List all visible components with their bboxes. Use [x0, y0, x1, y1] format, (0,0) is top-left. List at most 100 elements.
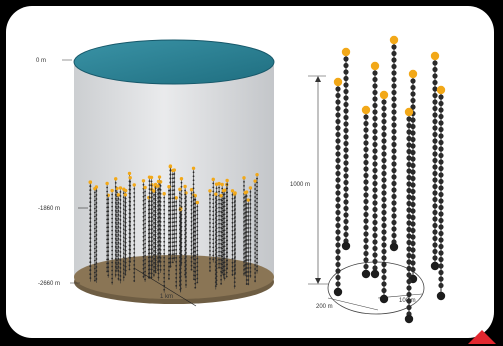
optical-module — [249, 230, 252, 233]
cylinder-string — [248, 186, 253, 278]
optical-module — [129, 204, 132, 207]
optical-module — [148, 184, 151, 187]
optical-module — [214, 269, 217, 272]
optical-module — [410, 214, 416, 221]
optical-module — [168, 261, 170, 264]
optical-module — [226, 207, 229, 210]
optical-module — [93, 263, 96, 266]
optical-module — [209, 213, 211, 216]
optical-module — [244, 259, 247, 262]
optical-module — [372, 76, 378, 83]
optical-module — [168, 189, 170, 192]
optical-module — [163, 204, 166, 207]
cylinder-string — [172, 168, 177, 262]
optical-module — [185, 236, 187, 238]
optical-module — [163, 280, 166, 283]
optical-module — [150, 200, 153, 203]
optical-module — [106, 250, 109, 253]
optical-module — [247, 255, 250, 257]
optical-module — [142, 199, 145, 202]
optical-module — [254, 208, 256, 210]
optical-module — [233, 277, 236, 280]
optical-module — [209, 249, 211, 252]
detail-string — [361, 105, 371, 279]
optical-module — [157, 253, 159, 255]
optical-module — [249, 246, 252, 249]
cylinder-string — [174, 196, 178, 289]
optical-module — [196, 225, 199, 228]
optical-module — [247, 227, 250, 229]
optical-module — [148, 204, 151, 207]
optical-module — [243, 244, 245, 247]
optical-module — [223, 221, 226, 224]
optical-module — [154, 187, 157, 190]
optical-module — [406, 142, 412, 148]
optical-module — [179, 272, 181, 275]
optical-module — [209, 217, 211, 220]
optical-module — [363, 218, 369, 224]
cylinder-string — [114, 177, 118, 278]
optical-module — [249, 206, 252, 209]
optical-module — [169, 169, 172, 171]
optical-module — [335, 281, 341, 287]
optical-module — [432, 235, 438, 242]
optical-module — [150, 244, 153, 247]
optical-module — [169, 213, 172, 215]
optical-module — [231, 249, 234, 252]
optical-module — [129, 232, 132, 235]
optical-module — [93, 199, 96, 202]
optical-module — [116, 239, 118, 242]
optical-module — [223, 205, 226, 208]
optical-module — [196, 241, 199, 244]
optical-module — [247, 235, 250, 237]
optical-module — [124, 209, 127, 212]
optical-module — [245, 251, 248, 253]
optical-module — [196, 213, 199, 216]
optical-module — [438, 159, 444, 165]
optical-module — [372, 213, 378, 219]
optical-module — [173, 221, 176, 223]
optical-module — [93, 255, 96, 258]
optical-module — [184, 233, 187, 236]
optical-module — [432, 105, 438, 112]
optical-module — [114, 237, 117, 240]
optical-module — [218, 218, 220, 221]
optical-module — [190, 252, 193, 255]
optical-module — [111, 197, 114, 200]
optical-module — [128, 268, 131, 271]
optical-module — [157, 249, 159, 251]
optical-module — [438, 120, 444, 126]
optical-module — [226, 231, 229, 234]
optical-module — [410, 260, 416, 266]
optical-module — [150, 208, 153, 211]
optical-module — [192, 203, 195, 206]
optical-module — [223, 241, 226, 244]
optical-module — [231, 229, 234, 232]
optical-module — [117, 213, 120, 216]
optical-module — [244, 271, 247, 274]
optical-module — [343, 225, 349, 231]
optical-module — [432, 170, 438, 177]
optical-module — [215, 263, 218, 266]
optical-module — [89, 241, 92, 243]
optical-module — [381, 190, 387, 196]
optical-module — [218, 198, 220, 201]
optical-module — [89, 217, 92, 219]
optical-module — [254, 204, 256, 206]
optical-module — [148, 232, 151, 235]
optical-module — [144, 218, 146, 221]
optical-module — [432, 255, 438, 261]
cylinder-string — [179, 177, 184, 267]
optical-module — [169, 205, 172, 207]
optical-module — [244, 251, 247, 254]
optical-module — [212, 202, 215, 205]
optical-module — [226, 203, 229, 206]
optical-module — [410, 169, 416, 175]
optical-module — [231, 217, 234, 220]
optical-module — [150, 240, 153, 243]
optical-module — [209, 233, 211, 236]
optical-module — [142, 251, 145, 254]
optical-module — [180, 181, 183, 184]
optical-module — [214, 281, 217, 284]
detail-string — [370, 61, 380, 279]
